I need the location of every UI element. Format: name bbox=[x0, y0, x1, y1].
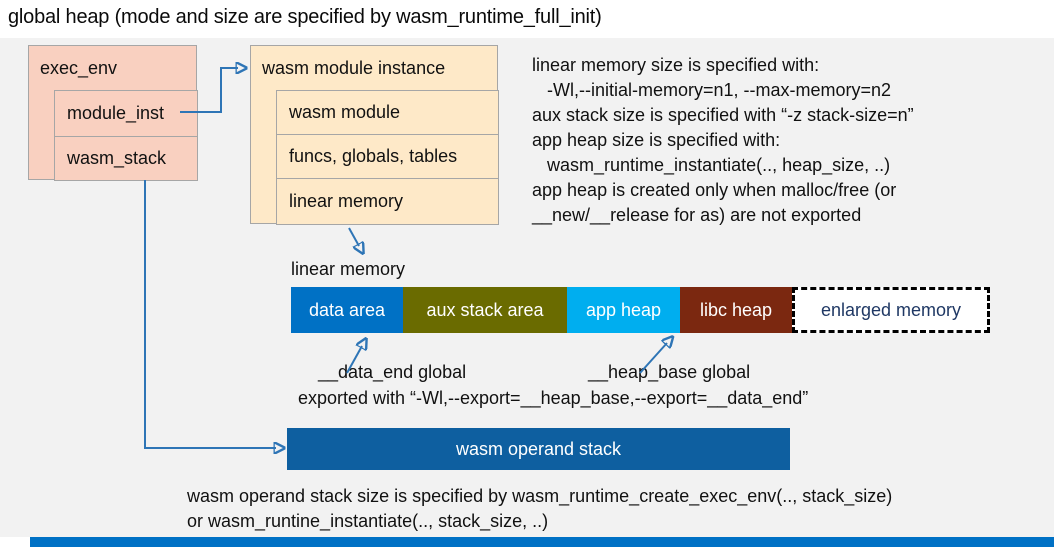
note-line: linear memory size is specified with: bbox=[532, 55, 820, 75]
segment-enlarged-memory: enlarged memory bbox=[792, 287, 990, 333]
note-line: wasm_runtime_instantiate(.., heap_size, … bbox=[532, 155, 891, 175]
operand-stack-bar: wasm operand stack bbox=[287, 428, 790, 470]
operand-stack-label: wasm operand stack bbox=[455, 438, 622, 459]
exec-env-title: exec_env bbox=[40, 58, 118, 78]
module-instance-box: wasm module instance wasm module funcs, … bbox=[250, 45, 499, 225]
segment-app-heap: app heap bbox=[567, 287, 680, 333]
exec-env-field-module-inst: module_inst bbox=[54, 90, 198, 137]
note-line: aux stack size is specified with “-z sta… bbox=[532, 105, 914, 125]
segment-libc-heap: libc heap bbox=[680, 287, 792, 333]
footer-notes: wasm operand stack size is specified by … bbox=[187, 484, 1047, 534]
page-title: global heap (mode and size are specified… bbox=[8, 6, 602, 28]
exec-env-field-wasm-stack: wasm_stack bbox=[54, 136, 198, 181]
segment-aux-stack-area: aux stack area bbox=[403, 287, 567, 333]
note-line: __new/__release for as) are not exported bbox=[532, 205, 862, 225]
exec-env-box: exec_env module_inst wasm_stack bbox=[28, 45, 198, 181]
bottom-accent-strip bbox=[30, 537, 1054, 547]
heap-base-global-label: __heap_base global bbox=[588, 362, 751, 382]
note-line: -Wl,--initial-memory=n1, --max-memory=n2 bbox=[532, 80, 892, 100]
note-line: app heap is created only when malloc/fre… bbox=[532, 180, 897, 200]
module-instance-field-funcs-globals-tables: funcs, globals, tables bbox=[276, 134, 499, 179]
footer-line: or wasm_runtine_instantiate(.., stack_si… bbox=[187, 511, 549, 531]
memory-size-notes: linear memory size is specified with: -W… bbox=[532, 53, 1047, 228]
linear-memory-label: linear memory bbox=[291, 259, 406, 279]
note-line: app heap size is specified with: bbox=[532, 130, 781, 150]
export-flags-label: exported with “-Wl,--export=__heap_base,… bbox=[298, 388, 809, 408]
segment-data-area: data area bbox=[291, 287, 403, 333]
module-instance-title: wasm module instance bbox=[262, 58, 446, 78]
module-instance-field-linear-memory: linear memory bbox=[276, 178, 499, 225]
data-end-global-label: __data_end global bbox=[318, 362, 467, 382]
footer-line: wasm operand stack size is specified by … bbox=[187, 486, 893, 506]
linear-memory-bar: data area aux stack area app heap libc h… bbox=[291, 287, 990, 333]
module-instance-field-wasm-module: wasm module bbox=[276, 90, 499, 135]
